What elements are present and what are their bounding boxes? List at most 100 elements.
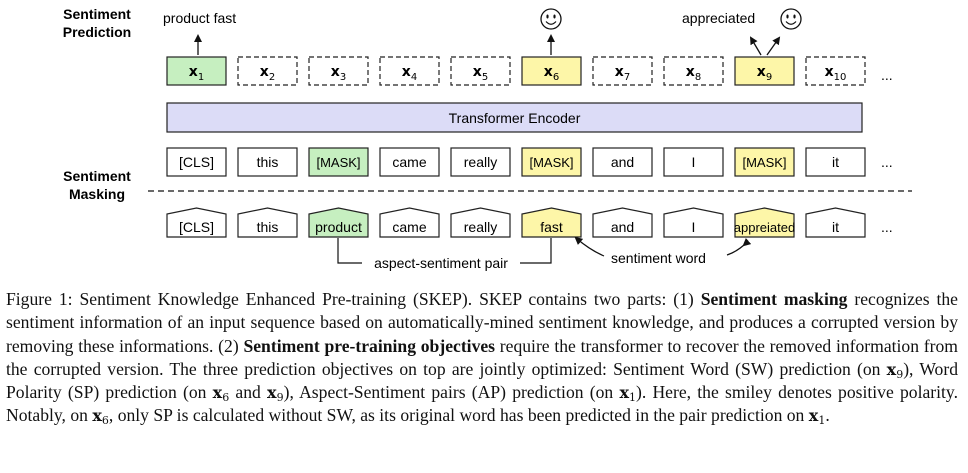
original-token: [CLS] [166,207,227,238]
math-x9: x9 [267,383,284,405]
output-token-x5: x5 [450,56,511,86]
masked-token-box [308,147,369,177]
original-token-label: really [464,219,497,235]
aspect-sentiment-pair-label: aspect-sentiment pair [374,255,508,271]
output-token-box [805,56,866,86]
masked-token-label: came [392,154,426,170]
caption-text: require the transformer to recover the r… [6,335,958,379]
masked-token: [MASK] [308,147,369,177]
caption-text: . [825,405,830,426]
output-token-x8: x8 [663,56,724,86]
original-token-shape [166,207,227,238]
caption-text: and [235,382,261,403]
output-token-x2: x2 [237,56,298,86]
masking-label-line2: Masking [69,186,125,202]
masked-token-box [663,147,724,177]
original-token-label: fast [540,219,563,235]
masked-token: came [379,147,440,177]
masked-token-label: [MASK] [316,155,360,170]
caption-text: recognizes the sentiment information of … [6,289,958,356]
original-token: I [663,207,724,238]
masked-token-label: it [832,154,839,170]
original-token: really [450,207,511,238]
masked-ellipsis: ... [881,154,893,170]
output-token-label: x5 [473,64,488,83]
prediction-label-line1: Sentiment [63,6,131,22]
masked-token-label: [MASK] [742,155,786,170]
output-token-box [308,56,369,86]
math-x6: x6 [92,406,109,428]
output-token-label: x1 [189,64,204,83]
prediction-product-fast: product fast [163,10,236,26]
pair-bracket-right [520,238,552,264]
original-token-label: I [692,219,696,235]
output-token-box [521,56,582,86]
masked-token: [MASK] [734,147,795,177]
output-token-x1: x1 [166,56,227,86]
masked-token: I [663,147,724,177]
masked-token-box [379,147,440,177]
sentiment-word-arrow-left [574,236,605,257]
output-token-label: x9 [757,64,772,83]
original-token-shape [379,207,440,238]
math-x1: x1 [808,406,826,428]
original-token-shape [663,207,724,238]
output-token-box [450,56,511,86]
output-token-box [379,56,440,86]
masked-token: [CLS] [166,147,227,177]
masked-token-box [592,147,653,177]
original-token: it [805,207,866,238]
output-token-x4: x4 [379,56,440,86]
original-token: fast [521,207,582,238]
original-token-shape [237,207,298,238]
original-token: product [308,207,369,238]
transformer-encoder-label: Transformer Encoder [449,110,581,126]
original-token-label: came [392,219,426,235]
caption-bold-objectives: Sentiment pre-training objectives [243,335,496,356]
math-x6: x6 [212,383,230,405]
original-token-shape [734,207,795,238]
figure-diagram: Sentiment Prediction Sentiment Masking p… [63,6,912,271]
smiley-icon [540,8,562,30]
output-token-x6: x6 [521,56,582,86]
prediction-label-line2: Prediction [63,24,131,40]
original-token-label: it [832,219,839,235]
output-token-label: x4 [402,64,417,83]
transformer-encoder-box [166,102,863,133]
output-token-x10: x10 [805,56,866,86]
masked-token: it [805,147,866,177]
sentiment-word-label: sentiment word [611,250,706,266]
masking-label-line1: Sentiment [63,168,131,184]
masked-token-box [521,147,582,177]
masked-token-box [237,147,298,177]
original-token-label: product [315,219,362,235]
masked-token-label: [MASK] [529,155,573,170]
arrow-x9-polarity [766,36,781,56]
masked-token-label: [CLS] [179,154,214,170]
original-token-shape [521,207,582,238]
caption-text: ), Aspect-Sentiment pairs (AP) predictio… [283,382,614,403]
output-token-box [237,56,298,86]
output-token-label: x10 [825,64,847,83]
masked-token: really [450,147,511,177]
original-token-shape [308,207,369,238]
skep-figure: Sentiment Prediction Sentiment Masking p… [63,6,912,271]
original-token-label: and [611,219,634,235]
sentiment-word-arrow-right [726,238,752,256]
original-token-shape [450,207,511,238]
caption-text: Sentiment Knowledge Enhanced Pre-trainin… [79,289,694,309]
output-token-label: x7 [615,64,630,83]
masked-token-box [166,147,227,177]
pair-bracket-left [337,238,362,264]
masked-token: this [237,147,298,177]
caption-label: Figure 1: [6,289,73,309]
output-token-label: x6 [544,64,559,83]
figure-caption: Figure 1: Sentiment Knowledge Enhanced P… [6,288,958,428]
masked-token-label: I [692,154,696,170]
masked-token-box [450,147,511,177]
output-token-x9: x9 [734,56,795,86]
prediction-appreciated: appreciated [682,10,755,26]
